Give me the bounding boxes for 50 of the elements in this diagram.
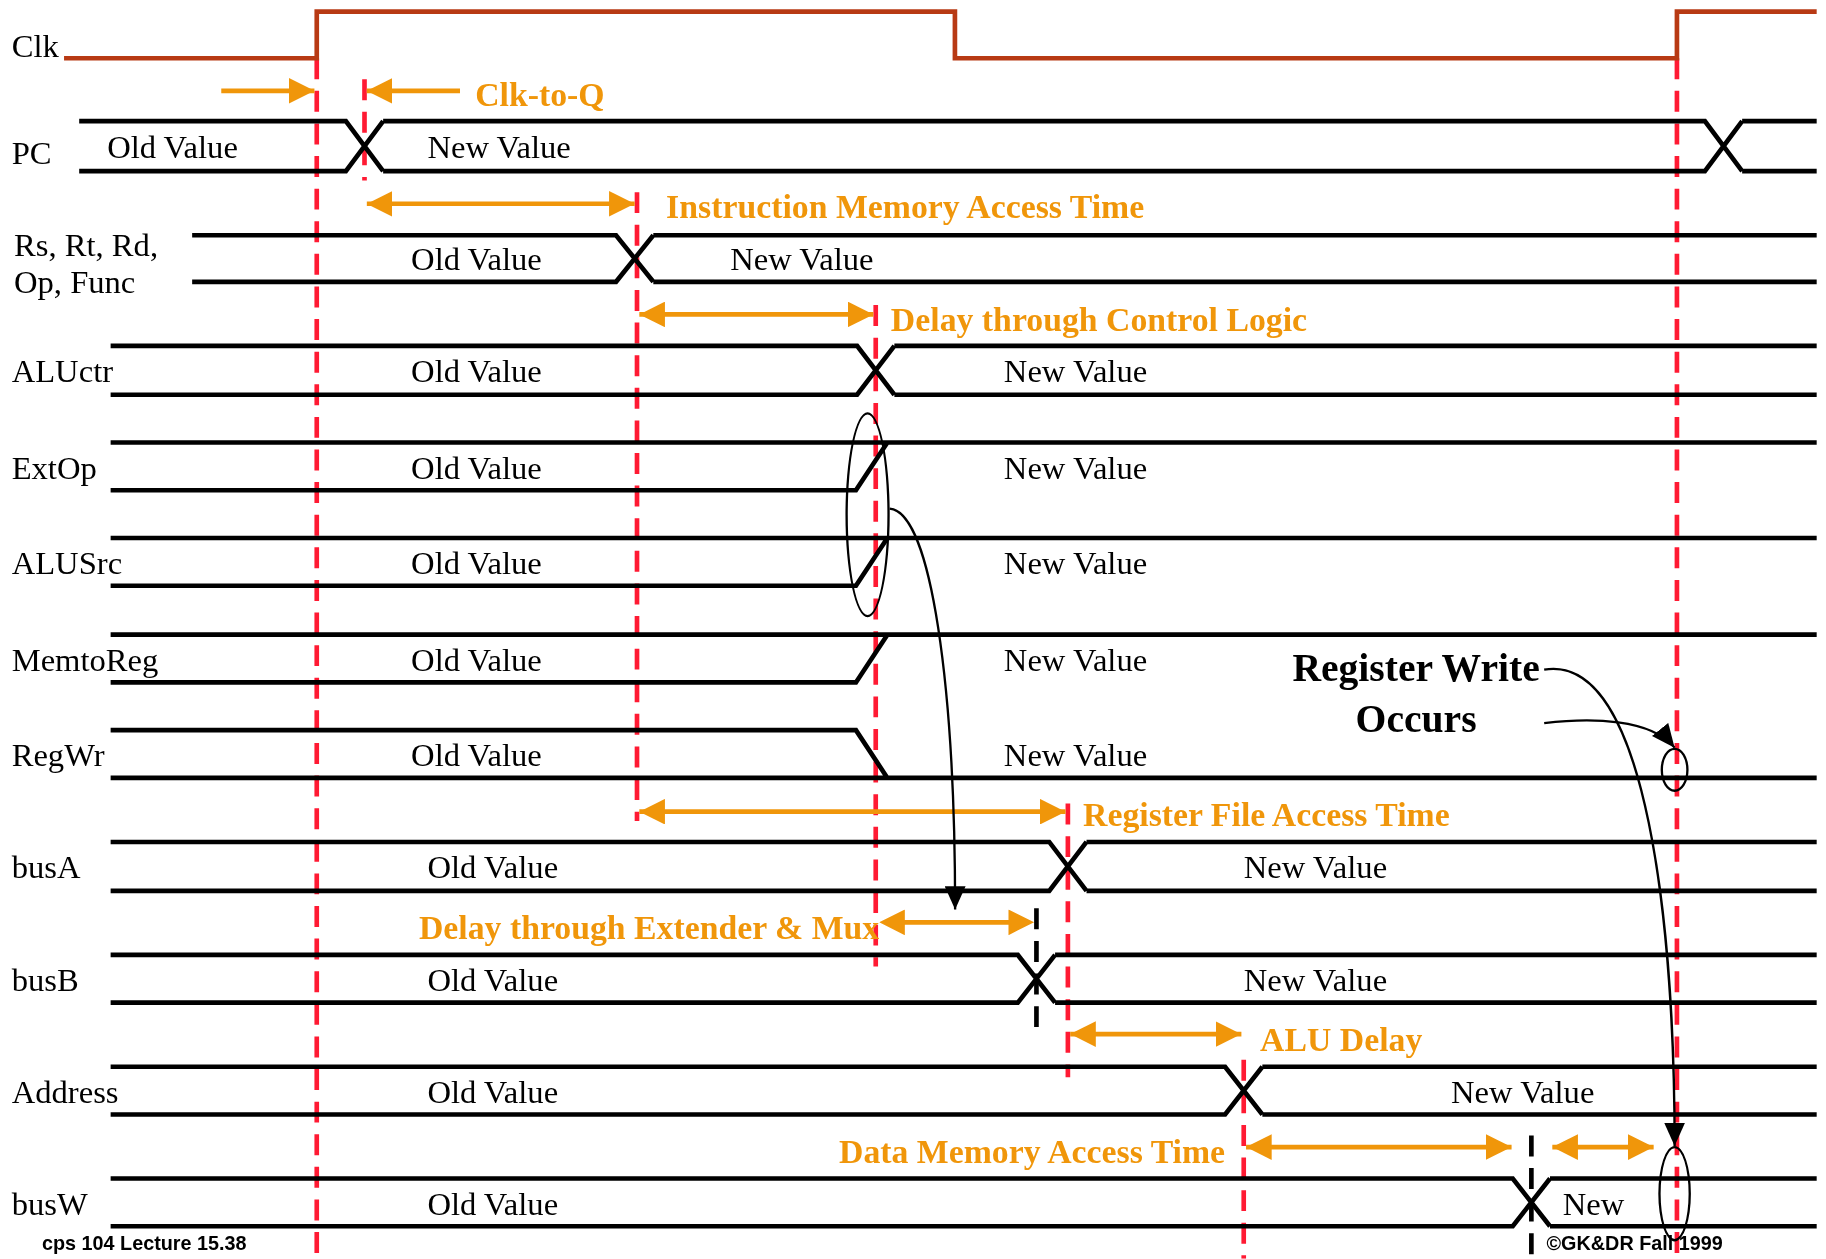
signal-name: busA <box>11 848 81 887</box>
footer-note: cps 104 Lecture 15.38 <box>41 1232 247 1256</box>
timing-label: Delay through Extender & Mux <box>418 908 880 948</box>
signal-value: New Value <box>1243 961 1388 1000</box>
signal-value: Old Value <box>411 449 542 487</box>
signal-value: New Value <box>1003 449 1148 487</box>
timing-label: ALU Delay <box>1260 1020 1423 1060</box>
signal-value: Old Value <box>427 1073 559 1112</box>
signal-name: ExtOp <box>11 449 97 487</box>
signal-name: MemtoReg <box>11 641 159 680</box>
signal-value: New <box>1562 1185 1625 1223</box>
signal-name: ALUSrc <box>11 544 123 583</box>
signal-name: Rs, Rt, Rd, Op, Func <box>13 226 160 302</box>
signal-name: ALUctr <box>11 352 114 391</box>
timing-label: Data Memory Access Time <box>839 1132 1226 1172</box>
signal-value: New Value <box>427 129 571 167</box>
signal-value: New Value <box>1451 1073 1595 1112</box>
highlight-ellipse <box>845 412 890 618</box>
signal-name: busW <box>11 1185 88 1223</box>
signal-name: busB <box>11 961 79 1000</box>
signal-value: New Value <box>1003 641 1148 680</box>
signal-name: Address <box>11 1073 119 1112</box>
footer-note: ©GK&DR Fall 1999 <box>1546 1232 1723 1256</box>
signal-value: Old Value <box>427 1185 559 1223</box>
signal-value: Old Value <box>411 737 542 775</box>
signal-value: New Value <box>1003 352 1148 391</box>
signal-value: New Value <box>1003 737 1148 775</box>
signal-value: Old Value <box>427 848 559 887</box>
signal-value: New Value <box>1003 544 1148 583</box>
timing-label: Clk-to-Q <box>475 76 605 115</box>
signal-value: New Value <box>1243 848 1388 887</box>
signal-value: Old Value <box>107 129 238 167</box>
signal-value: Old Value <box>411 544 542 583</box>
leader-line <box>1544 719 1676 749</box>
signal-name: RegWr <box>11 737 105 775</box>
signal-value: Old Value <box>411 240 542 279</box>
timing-label: Register File Access Time <box>1083 795 1450 835</box>
signal-value: New Value <box>730 240 874 279</box>
signal-value: Old Value <box>411 641 542 680</box>
signal-name: PC <box>11 135 52 173</box>
timing-label: Delay through Control Logic <box>890 300 1308 340</box>
signal-name: Clk <box>11 27 59 66</box>
leader-line <box>1544 668 1685 1146</box>
timing-label: Instruction Memory Access Time <box>666 187 1145 227</box>
signal-value: Old Value <box>411 352 542 391</box>
callout-text: Register Write Occurs <box>1288 642 1545 750</box>
highlight-ellipse <box>1660 747 1689 792</box>
dimension-arrow <box>879 909 1035 936</box>
signal-value: Old Value <box>427 961 559 1000</box>
leader-line <box>889 507 966 910</box>
